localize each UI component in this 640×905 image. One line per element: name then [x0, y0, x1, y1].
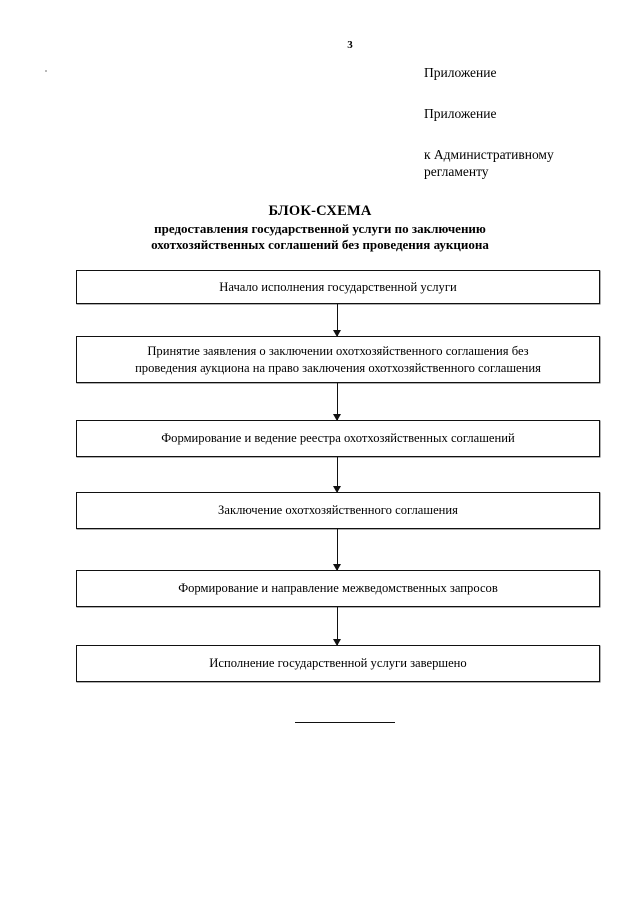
flow-node-conclusion: Заключение охотхозяйственного соглашения — [76, 492, 600, 529]
scan-artifact-speck — [45, 70, 47, 72]
arrow-down-icon — [333, 330, 341, 337]
appendix-header-line-2: Приложение — [424, 106, 497, 121]
arrow-down-icon — [333, 564, 341, 571]
appendix-header-block: Приложение Приложение к Административном… — [424, 64, 624, 180]
flow-node-label: Исполнение государственной услуги заверш… — [209, 656, 467, 670]
flow-connector-4 — [333, 529, 341, 571]
flow-node-label: Формирование и направление межведомствен… — [178, 581, 498, 595]
flow-node-label: Принятие заявления о заключении охотхозя… — [135, 343, 541, 375]
flow-node-end: Исполнение государственной услуги заверш… — [76, 645, 600, 682]
flow-connector-5 — [333, 607, 341, 646]
flow-node-registry: Формирование и ведение реестра охотхозяй… — [76, 420, 600, 457]
flow-node-label: Формирование и ведение реестра охотхозяй… — [161, 431, 515, 445]
page-title: БЛОК-СХЕМА — [268, 203, 372, 219]
page-number: 3 — [347, 39, 353, 51]
document-title-block: БЛОК-СХЕМА предоставления государственно… — [60, 202, 580, 253]
page-subtitle-line-2: охотхозяйственных соглашений без проведе… — [151, 237, 489, 252]
appendix-header-line-1: Приложение — [424, 65, 497, 80]
appendix-header-line-3: к Административному регламенту — [424, 147, 554, 179]
flow-node-start: Начало исполнения государственной услуги — [76, 270, 600, 304]
flow-node-application-intake: Принятие заявления о заключении охотхозя… — [76, 336, 600, 383]
flow-connector-3 — [333, 457, 341, 493]
arrow-down-icon — [333, 639, 341, 646]
flow-connector-2 — [333, 383, 341, 421]
bottom-divider — [295, 722, 395, 723]
flow-connector-1 — [333, 304, 341, 337]
flow-node-label: Заключение охотхозяйственного соглашения — [218, 503, 458, 517]
flow-node-interagency-requests: Формирование и направление межведомствен… — [76, 570, 600, 607]
page-subtitle-line-1: предоставления государственной услуги по… — [154, 221, 486, 236]
flow-node-label: Начало исполнения государственной услуги — [219, 279, 457, 294]
arrow-down-icon — [333, 414, 341, 421]
arrow-down-icon — [333, 486, 341, 493]
